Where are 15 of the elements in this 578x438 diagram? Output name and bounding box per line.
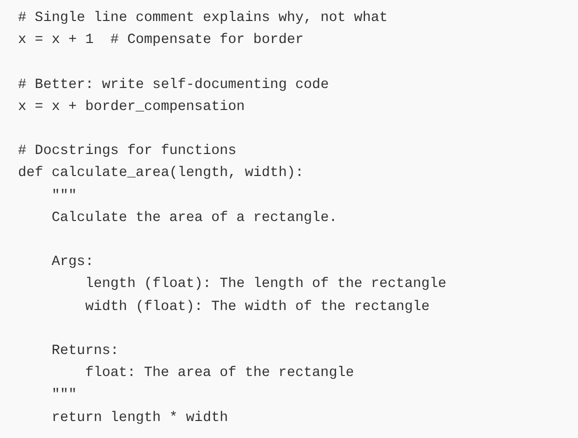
code-line: float: The area of the rectangle — [85, 364, 354, 382]
code-line: """ — [52, 186, 77, 205]
code-line: width (float): The width of the rectangle — [85, 298, 430, 316]
code-line: # Single line comment explains why, not what — [18, 9, 388, 27]
code-line: length (float): The length of the rectangle — [85, 275, 446, 294]
code-line: Returns: — [52, 342, 119, 360]
code-line: def calculate_area(length, width): — [18, 164, 304, 182]
code-line: return length * width — [52, 408, 228, 427]
code-line: Calculate the area of a rectangle. — [52, 208, 338, 227]
code-line: """ — [52, 386, 77, 404]
code-line: # Better: write self-documenting code — [18, 76, 329, 94]
code-line: Args: — [52, 253, 94, 272]
code-line: # Docstrings for functions — [18, 142, 236, 160]
code-line: x = x + border_compensation — [18, 98, 245, 116]
code-line: x = x + 1 # Compensate for border — [18, 31, 304, 50]
